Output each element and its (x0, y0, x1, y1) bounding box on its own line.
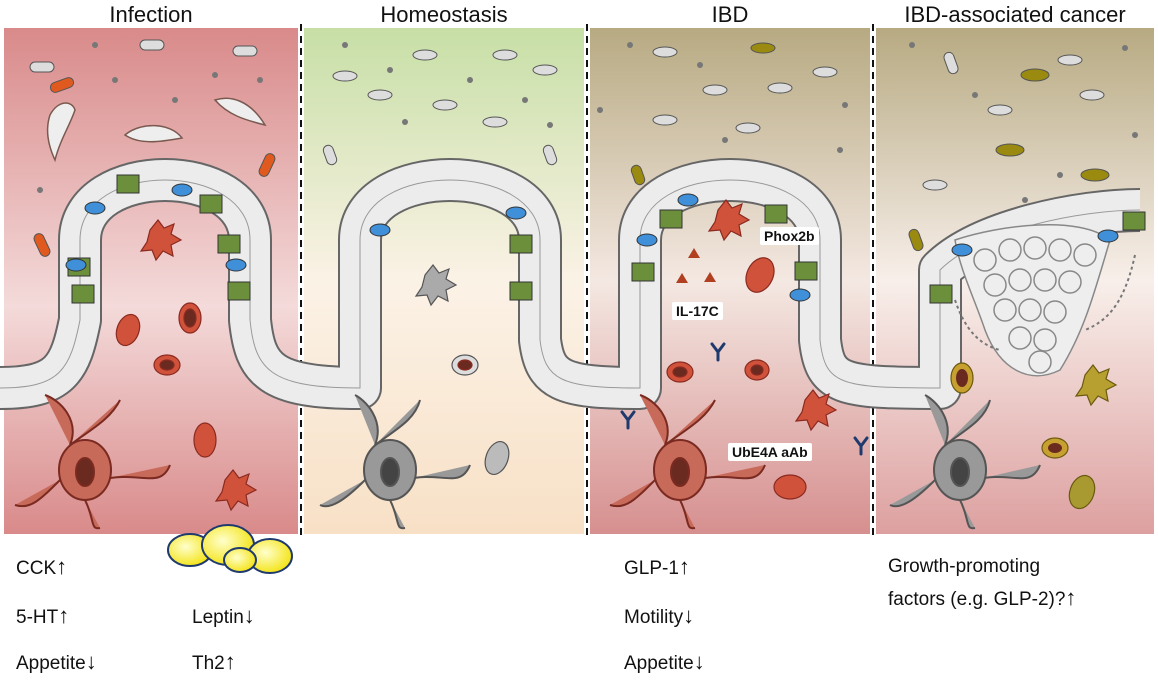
effect-glp1: GLP-1↑ (624, 554, 690, 580)
effect-th2: Th2↑ (192, 649, 236, 675)
homeostasis-title: Homeostasis (380, 2, 508, 27)
cancer-title: IBD-associated cancer (904, 2, 1126, 27)
phox2b-label: Phox2b (760, 227, 819, 245)
tumor (954, 224, 1111, 377)
ube4a-label: UbE4A aAb (728, 443, 812, 461)
effect-leptin: Leptin↓ (192, 603, 255, 629)
effect-growth-line2: factors (e.g. GLP-2)?↑ (888, 585, 1077, 611)
adipocytes (167, 524, 293, 574)
effect-5ht: 5-HT↑ (16, 603, 70, 629)
ibd-title: IBD (711, 2, 749, 27)
effect-ibd-appetite: Appetite↓ (624, 649, 705, 675)
neurons (14, 394, 1041, 530)
parasites (46, 97, 267, 163)
effect-growth-line1: Growth-promoting (888, 556, 1041, 577)
effect-appetite: Appetite↓ (16, 649, 97, 675)
bacteria (29, 39, 1110, 257)
enteroendocrine-cells (65, 174, 1146, 304)
effect-motility: Motility↓ (624, 603, 695, 629)
infection-title: Infection (109, 2, 193, 27)
effect-cck: CCK↑ (16, 554, 68, 580)
immune-cells (115, 199, 1118, 512)
il17c-triangles (676, 248, 716, 283)
antibodies (620, 342, 869, 456)
il17c-label: IL-17C (672, 302, 723, 320)
luminal-particles (37, 42, 1138, 203)
